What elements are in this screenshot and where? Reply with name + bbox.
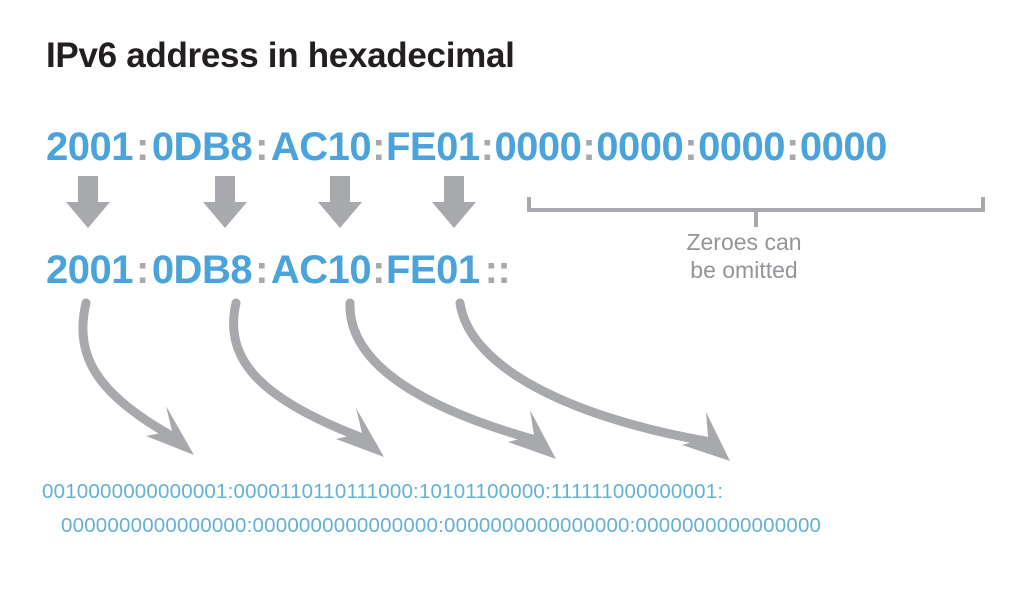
down-arrow-1	[66, 176, 110, 228]
zeroes-caption-line-1: Zeroes can	[686, 229, 802, 255]
curved-arrows-group	[0, 285, 1024, 480]
hex-group-1: 2001	[46, 125, 133, 169]
hex-group-3: AC10	[270, 125, 372, 169]
down-arrow-2	[203, 176, 247, 228]
hex-separator: :	[135, 248, 149, 292]
zeroes-bracket	[526, 196, 986, 228]
hex-group-8: 0000	[799, 125, 887, 169]
curved-arrow-head-3	[508, 410, 556, 459]
curved-arrow-path-4	[455, 298, 711, 446]
hex-group-2: 0DB8	[151, 125, 253, 169]
page-title: IPv6 address in hexadecimal	[46, 36, 515, 75]
binary-row-2: 0000000000000000:0000000000000000:000000…	[61, 514, 822, 537]
curved-arrow-path-3	[345, 298, 537, 444]
curved-arrow-head-2	[336, 408, 384, 457]
short-hex-group-4: FE01	[386, 248, 480, 292]
down-arrow-4	[432, 176, 476, 228]
curved-arrow-head-4	[682, 412, 730, 461]
hex-group-5: 0000	[494, 125, 582, 169]
hex-separator: :	[480, 125, 494, 169]
hex-separator: :	[582, 125, 596, 169]
hex-separator: :	[372, 125, 385, 169]
short-hex-group-1: 2001	[46, 248, 133, 292]
zeroes-caption-line-2: be omitted	[690, 257, 798, 283]
short-address-row: 2001:0DB8:AC10:FE01::	[46, 248, 511, 293]
hex-separator: :	[684, 125, 698, 169]
curved-arrow-path-2	[229, 298, 365, 442]
hex-separator: :	[372, 248, 385, 292]
curved-arrow-head-1	[146, 406, 194, 455]
short-hex-group-3: AC10	[270, 248, 372, 292]
hex-separator: :	[786, 125, 799, 169]
hex-group-6: 0000	[596, 125, 684, 169]
binary-row-1: 0010000000000001:0000110110111000:101011…	[42, 480, 724, 503]
full-address-row: 2001:0DB8:AC10:FE01:0000:0000:0000:0000	[46, 125, 887, 170]
hex-group-4: FE01	[386, 125, 480, 169]
short-hex-group-2: 0DB8	[151, 248, 253, 292]
hex-separator: :	[255, 125, 268, 169]
hex-separator: :	[255, 248, 268, 292]
curved-arrow-path-1	[78, 298, 175, 440]
hex-group-7: 0000	[698, 125, 786, 169]
hex-separator: :	[135, 125, 149, 169]
zeroes-caption: Zeroes can be omitted	[659, 228, 829, 284]
hex-double-separator: ::	[484, 248, 511, 292]
down-arrow-3	[318, 176, 362, 228]
